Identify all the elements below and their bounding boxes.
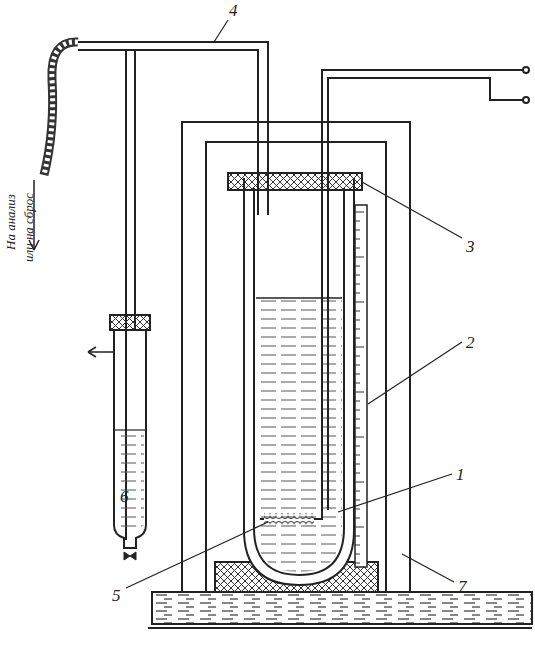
scale-tick — [355, 356, 360, 357]
scale-tick — [355, 428, 360, 429]
scale-tick — [355, 266, 360, 267]
scale-tick — [355, 491, 360, 492]
scale-tick — [355, 293, 360, 294]
callout-number: 4 — [229, 2, 238, 19]
scale-tick — [355, 554, 360, 555]
scale-tick — [355, 248, 360, 249]
scale-tick — [355, 374, 360, 375]
scale-tick — [355, 455, 360, 456]
scale-tick — [355, 329, 360, 330]
scale-tick — [355, 257, 364, 258]
scale-tick — [355, 509, 360, 510]
scale-tick — [355, 383, 360, 384]
scale-tick — [355, 545, 360, 546]
scale-tick — [355, 563, 360, 564]
scale-tick — [355, 536, 360, 537]
scale-tick — [355, 347, 364, 348]
scale-tick — [355, 527, 364, 528]
callout-number: 5 — [112, 587, 121, 604]
callout-number: 7 — [458, 578, 467, 595]
scale-tick — [355, 518, 360, 519]
scale-tick — [355, 482, 364, 483]
scale-tick — [355, 320, 360, 321]
scale-tick — [355, 275, 360, 276]
scale-tick — [355, 401, 360, 402]
scale-tick — [355, 365, 360, 366]
scale-tick — [355, 230, 360, 231]
scale-tick — [355, 392, 364, 393]
callout-number: 6 — [120, 488, 129, 505]
scale-tick — [355, 500, 360, 501]
scale-tick — [355, 284, 360, 285]
scale-tick — [355, 338, 360, 339]
scale-tick — [355, 437, 364, 438]
callout-number: 3 — [466, 238, 475, 255]
scale-tick — [355, 464, 360, 465]
scale-tick — [355, 212, 364, 213]
scale-tick — [355, 419, 360, 420]
scale-tick — [355, 473, 360, 474]
scale-tick — [355, 311, 360, 312]
scale-tick — [355, 410, 360, 411]
scale-tick — [355, 239, 360, 240]
scale-tick — [355, 221, 360, 222]
scale-tick — [355, 302, 364, 303]
scale-tick — [355, 446, 360, 447]
callout-number: 1 — [456, 466, 465, 483]
destination-note: или на сброс — [22, 193, 35, 262]
destination-note: На анализ — [4, 194, 17, 250]
callout-number: 2 — [466, 334, 475, 351]
